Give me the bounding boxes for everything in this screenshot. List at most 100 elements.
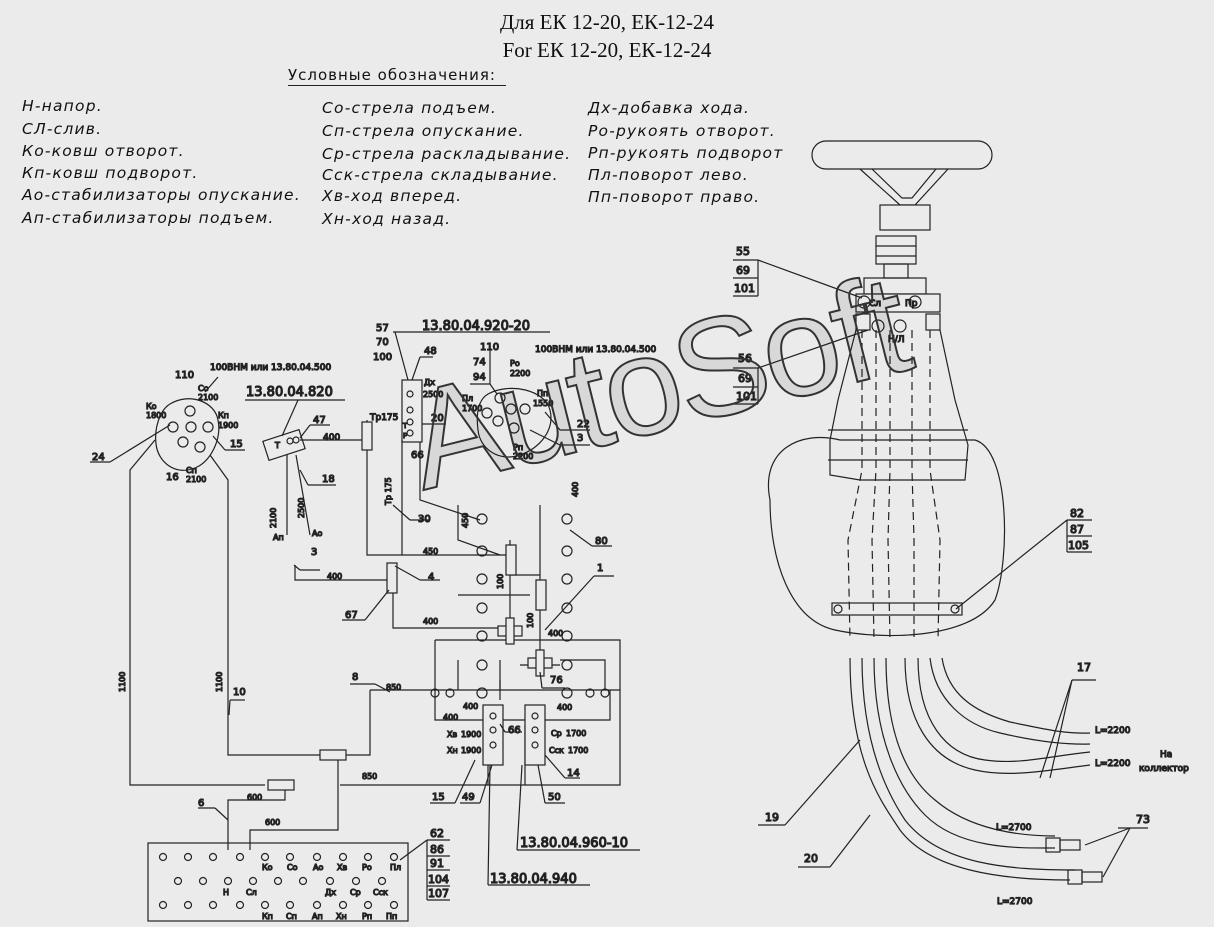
- valve-code: 100ВНМ или 13.80.04.500: [535, 345, 656, 355]
- line-length: 100: [526, 613, 535, 628]
- port-value: 1900: [461, 730, 481, 739]
- diagram-title-ru: Для ЕК 12-20, ЕК-12-24: [499, 10, 715, 34]
- part-number: 69: [738, 372, 752, 385]
- part-number: 91: [430, 857, 444, 870]
- line-length: 850: [362, 772, 377, 781]
- joystick-left-leaders: [90, 376, 245, 463]
- legend-header-underline: [288, 85, 506, 86]
- valve-code: 13.80.04.940: [490, 872, 577, 887]
- part-number: 74: [473, 357, 486, 368]
- port-value: 2100: [198, 393, 218, 402]
- line-length: 400: [327, 572, 342, 581]
- legend-item: Хн-ход назад.: [322, 210, 452, 228]
- line-length: 450: [461, 513, 470, 528]
- legend-item: Сп-стрела опускание.: [322, 122, 525, 140]
- part-number: 62: [430, 827, 444, 840]
- port-value: 2200: [513, 452, 533, 461]
- steer-port-sl: Сл: [869, 299, 881, 309]
- legend-header: Условные обозначения:: [288, 66, 496, 84]
- port-label: Дх: [424, 378, 435, 387]
- line-length: 600: [247, 793, 262, 802]
- legend-item: СЛ-слив.: [22, 120, 103, 138]
- part-number: 101: [736, 390, 757, 403]
- part-number: 19: [765, 811, 779, 824]
- manifold-port: Хв: [337, 863, 347, 872]
- part-number: 20: [804, 852, 818, 865]
- part-number: 101: [734, 282, 755, 295]
- part-number: 67: [345, 610, 358, 621]
- part-number: 66: [508, 725, 521, 736]
- port-label: Кп: [218, 411, 229, 420]
- legend-item: Со-стрела подъем.: [322, 99, 497, 117]
- part-number: 57: [376, 323, 389, 334]
- port-label: Ср: [551, 729, 562, 738]
- port-value: 1700: [462, 404, 482, 413]
- part-number: 10: [233, 687, 246, 698]
- steer-port-pr: Пр: [905, 299, 918, 309]
- steering-fittings: [855, 295, 941, 333]
- port-label: Ро: [510, 359, 520, 368]
- port-value: 2500: [423, 390, 443, 399]
- part-number: 55: [736, 245, 750, 258]
- part-number: 66: [411, 450, 424, 461]
- valve-code: 13.80.04.960-10: [520, 836, 628, 851]
- part-number: 94: [473, 372, 486, 383]
- part-number: 17: [1077, 661, 1091, 674]
- steer-port-nl: Н/Л: [888, 335, 905, 345]
- line-length: 600: [265, 818, 280, 827]
- port-value: 2200: [510, 369, 530, 378]
- part-number: 22: [577, 419, 590, 430]
- manifold-block: [147, 839, 450, 922]
- part-number: 47: [313, 415, 326, 426]
- hose-length: L=2200: [1095, 726, 1131, 736]
- part-number: 110: [175, 370, 194, 381]
- valve-code: 13.80.04.920-20: [422, 319, 530, 334]
- port-label: Хн: [447, 746, 458, 755]
- part-number: 15: [432, 792, 445, 803]
- leader-line: [299, 424, 311, 439]
- part-number: 76: [550, 675, 563, 686]
- line-length: 400: [548, 629, 563, 638]
- legend-item: Дх-добавка хода.: [588, 99, 751, 117]
- line-length: 2100: [269, 508, 278, 528]
- steering-wheel: [811, 140, 993, 313]
- port-label: Пп: [537, 389, 548, 398]
- legend-item: Сск-стрела складывание.: [322, 166, 559, 184]
- manifold-port: Пп: [386, 912, 397, 921]
- line-length: 100: [496, 574, 505, 589]
- line-length: 850: [386, 683, 401, 692]
- middle-leaders: [198, 504, 640, 886]
- legend-item: Ср-стрела раскладывание.: [322, 145, 572, 163]
- line-length: 2500: [297, 498, 306, 518]
- hose-length: L=2700: [997, 897, 1033, 907]
- port-label: Р: [403, 432, 407, 440]
- fittings: [267, 421, 553, 791]
- port-label: Т: [274, 441, 280, 450]
- part-number: 104: [428, 873, 449, 886]
- collector-note: коллектор: [1139, 764, 1189, 774]
- manifold-port: Н: [223, 888, 229, 897]
- line-length: 1100: [215, 672, 224, 692]
- legend-item: Н-напор.: [22, 97, 103, 115]
- port-label: Пл: [462, 394, 473, 403]
- legend-item: Хв-ход вперед.: [322, 187, 463, 205]
- legend-item: Ао-стабилизаторы опускание.: [22, 186, 301, 204]
- hose-length: L=2200: [1095, 759, 1131, 769]
- valve-820: [245, 399, 345, 462]
- manifold-port: Ср: [350, 888, 361, 897]
- part-number: 86: [430, 843, 444, 856]
- joystick-right: [476, 387, 552, 458]
- legend-item: Ко-ковш отворот.: [22, 142, 185, 160]
- part-number: 3: [311, 547, 317, 558]
- manifold-port: Сл: [246, 888, 257, 897]
- part-number: 50: [548, 792, 561, 803]
- steering-hose-bundle: [847, 330, 941, 641]
- hose-clamps: [430, 513, 610, 699]
- part-number: 73: [1136, 813, 1150, 826]
- port-value: 1900: [461, 746, 481, 755]
- part-number: 70: [376, 337, 389, 348]
- manifold-port: Дх: [325, 888, 336, 897]
- part-number: 14: [567, 768, 580, 779]
- line-length: 450: [423, 547, 438, 556]
